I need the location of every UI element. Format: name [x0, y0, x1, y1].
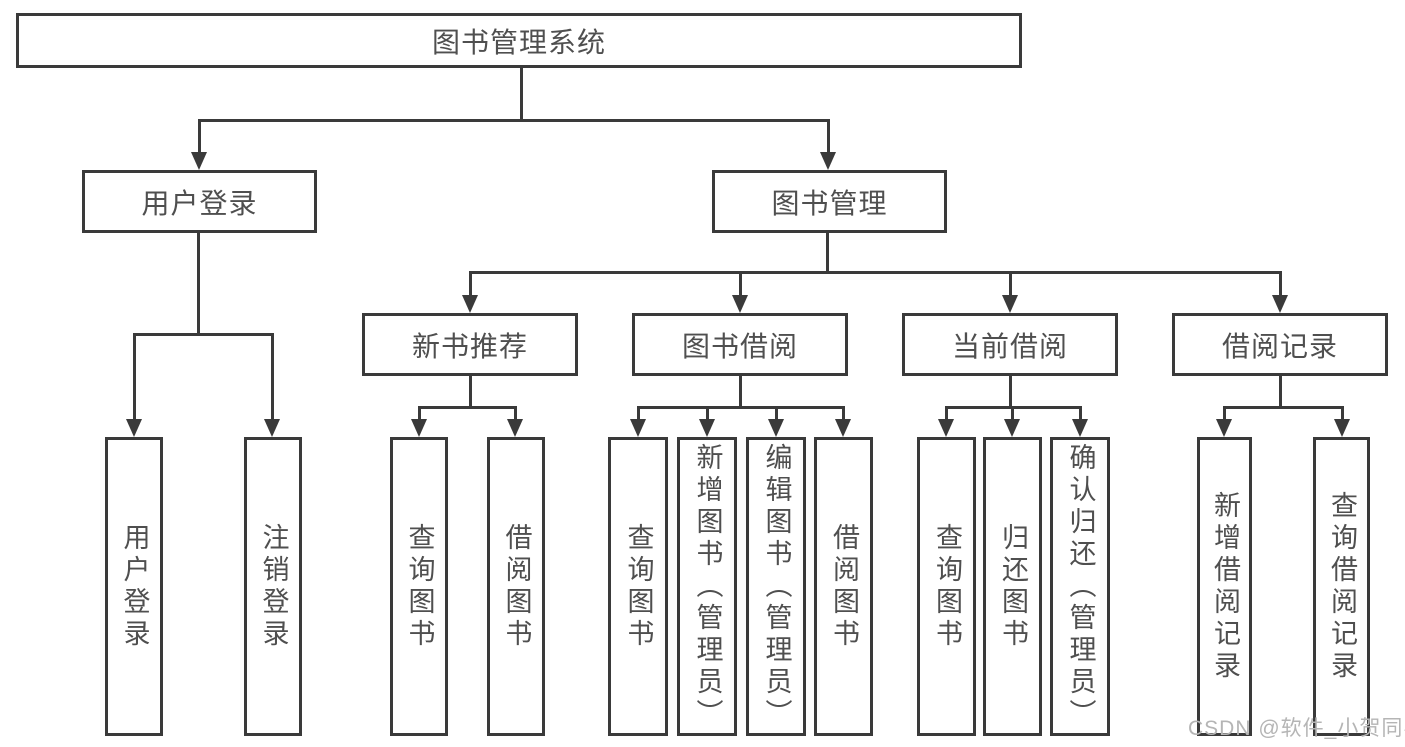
connector-nb-borrow-drop: [514, 406, 517, 422]
leaf-logout-login-label: 注销登录: [258, 522, 289, 651]
node-user-login: 用户登录: [82, 170, 317, 233]
connector-cb-confirm-drop: [1079, 406, 1082, 422]
node-borrowing-records: 借阅记录: [1172, 313, 1388, 376]
leaf-logout-login: 注销登录: [244, 437, 302, 736]
connector-borrowing-stem: [739, 376, 742, 409]
connector-new-book-drop: [469, 271, 472, 297]
connector-new-book-stem: [469, 376, 472, 409]
arrowhead-book-mgmt: [820, 152, 836, 170]
arrowhead-bb-edit: [768, 419, 784, 437]
arrowhead-nb-borrow: [507, 419, 523, 437]
node-new-book-recommend: 新书推荐: [362, 313, 578, 376]
connector-book-mgmt-drop: [827, 119, 830, 154]
leaf-cb-query-books-label: 查询图书: [932, 522, 962, 651]
connector-bb-edit-drop: [775, 406, 778, 422]
connector-bb-query-drop: [637, 406, 640, 422]
arrowhead-leaf-user-login: [126, 419, 142, 437]
leaf-bb-query-books: 查询图书: [608, 437, 668, 736]
leaf-br-add-record: 新增借阅记录: [1197, 437, 1252, 736]
arrowhead-cb-confirm: [1072, 419, 1088, 437]
arrowhead-current: [1002, 295, 1018, 313]
connector-bb-borrow-drop: [842, 406, 845, 422]
leaf-cb-confirm-return-admin: 确认归还（管理员）: [1050, 437, 1110, 736]
leaf-bb-edit-book-admin: 编辑图书（管理员）: [746, 437, 806, 736]
leaf-nb-query-books: 查询图书: [390, 437, 448, 736]
node-current-borrowing: 当前借阅: [902, 313, 1118, 376]
arrowhead-cb-return: [1004, 419, 1020, 437]
connector-records-stem: [1279, 376, 1282, 409]
leaf-cb-return-book-label: 归还图书: [998, 522, 1028, 651]
arrowhead-bb-add: [699, 419, 715, 437]
connector-leaf-user-login-drop: [133, 333, 136, 421]
connector-user-login-stem: [197, 233, 200, 336]
leaf-bb-add-book-admin-label: 新增图书（管理员）: [692, 442, 723, 731]
connector-cb-return-drop: [1011, 406, 1014, 422]
arrowhead-nb-query: [411, 419, 427, 437]
node-library-system: 图书管理系统: [16, 13, 1022, 68]
leaf-cb-return-book: 归还图书: [983, 437, 1042, 736]
leaf-bb-query-books-label: 查询图书: [623, 522, 654, 651]
leaf-bb-add-book-admin: 新增图书（管理员）: [677, 437, 737, 736]
arrowhead-leaf-logout: [264, 419, 280, 437]
arrowhead-br-add: [1216, 419, 1232, 437]
connector-borrowing-drop: [739, 271, 742, 297]
arrowhead-borrowing: [732, 295, 748, 313]
connector-user-login-crossbar: [133, 333, 274, 336]
connector-cb-query-drop: [945, 406, 948, 422]
leaf-user-login-label: 用户登录: [119, 522, 150, 651]
leaf-cb-confirm-return-admin-label: 确认归还（管理员）: [1065, 442, 1096, 731]
node-book-borrowing: 图书借阅: [632, 313, 848, 376]
watermark: CSDN @软件_小贺同学: [1188, 717, 1405, 740]
connector-br-add-drop: [1223, 406, 1226, 422]
node-book-management: 图书管理: [712, 170, 947, 233]
leaf-nb-borrow-books-label: 借阅图书: [501, 522, 532, 651]
arrowhead-user-login: [191, 152, 207, 170]
connector-records-drop: [1279, 271, 1282, 297]
arrowhead-bb-borrow: [835, 419, 851, 437]
connector-records-crossbar: [1223, 406, 1344, 409]
leaf-user-login: 用户登录: [105, 437, 163, 736]
arrowhead-br-query: [1334, 419, 1350, 437]
connector-user-login-drop: [198, 119, 201, 154]
leaf-cb-query-books: 查询图书: [917, 437, 976, 736]
connector-book-mgmt-stem: [826, 233, 829, 274]
leaf-br-query-record: 查询借阅记录: [1313, 437, 1370, 736]
connector-current-stem: [1009, 376, 1012, 409]
connector-root-crossbar: [198, 119, 830, 122]
leaf-bb-borrow-books: 借阅图书: [814, 437, 873, 736]
connector-leaf-logout-drop: [271, 333, 274, 421]
connector-current-drop: [1009, 271, 1012, 297]
arrowhead-records: [1272, 295, 1288, 313]
arrowhead-new-book: [462, 295, 478, 313]
arrowhead-cb-query: [938, 419, 954, 437]
connector-book-mgmt-crossbar: [469, 271, 1282, 274]
leaf-bb-edit-book-admin-label: 编辑图书（管理员）: [761, 442, 792, 731]
leaf-bb-borrow-books-label: 借阅图书: [829, 522, 859, 651]
arrowhead-bb-query: [630, 419, 646, 437]
connector-root-stem: [520, 68, 523, 122]
leaf-nb-borrow-books: 借阅图书: [487, 437, 545, 736]
connector-nb-query-drop: [418, 406, 421, 422]
leaf-br-add-record-label: 新增借阅记录: [1210, 490, 1240, 683]
leaf-br-query-record-label: 查询借阅记录: [1327, 490, 1357, 683]
connector-borrowing-crossbar: [637, 406, 845, 409]
connector-new-book-crossbar: [418, 406, 517, 409]
leaf-nb-query-books-label: 查询图书: [404, 522, 435, 651]
connector-bb-add-drop: [706, 406, 709, 422]
connector-br-query-drop: [1341, 406, 1344, 422]
